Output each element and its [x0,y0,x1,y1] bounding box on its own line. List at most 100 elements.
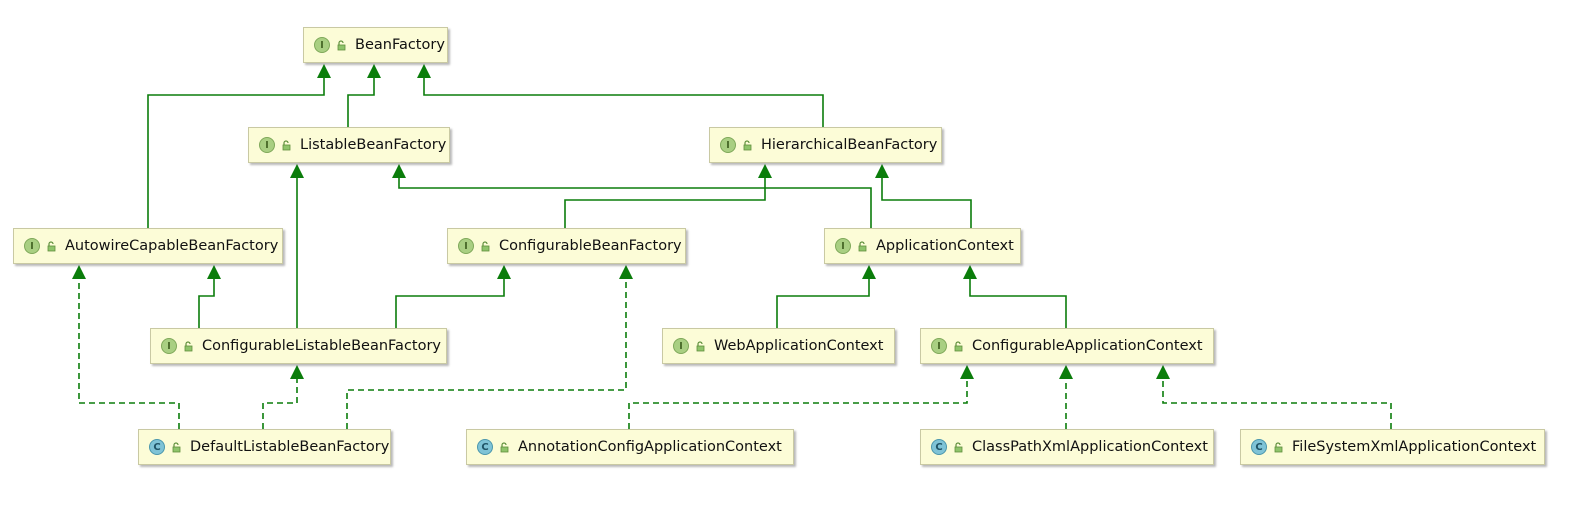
edge-arrowhead [392,164,406,178]
public-lock-icon [45,240,57,252]
node-label: AnnotationConfigApplicationContext [518,439,782,455]
node-BeanFactory[interactable]: I BeanFactory [303,27,448,63]
public-lock-icon [1272,441,1284,453]
edge-arrowhead [497,265,511,279]
class-badge-icon: C [149,439,165,455]
edge-ConfigurableListableBeanFactory-to-AutowireCapableBeanFactory [198,265,221,328]
edge-FileSystemXmlApplicationContext-to-ConfigurableApplicationContext [1156,365,1392,429]
edge-arrowhead [72,265,86,279]
edge-arrowhead [290,365,304,379]
edge-ConfigurableBeanFactory-to-HierarchicalBeanFactory [564,164,772,228]
node-ClassPathXmlApplicationContext[interactable]: C ClassPathXmlApplicationContext [920,429,1214,465]
node-AnnotationConfigApplicationContext[interactable]: C AnnotationConfigApplicationContext [466,429,794,465]
edge-ConfigurableListableBeanFactory-to-ListableBeanFactory [290,164,304,328]
edge-line [395,277,505,328]
node-ConfigurableApplicationContext[interactable]: I ConfigurableApplicationContext [920,328,1214,364]
node-label: BeanFactory [355,37,445,53]
edge-AnnotationConfigApplicationContext-to-ConfigurableApplicationContext [628,365,974,429]
node-label: ApplicationContext [876,238,1014,254]
public-lock-icon [694,340,706,352]
public-lock-icon [170,441,182,453]
node-label: AutowireCapableBeanFactory [65,238,279,254]
interface-badge-icon: I [931,338,947,354]
edge-arrowhead [1059,365,1073,379]
edge-arrowhead [317,64,331,78]
edge-line [776,277,870,328]
class-badge-icon: C [1251,439,1267,455]
edge-arrowhead [758,164,772,178]
edge-line [564,176,766,228]
edge-line [398,176,872,228]
edge-arrowhead [862,265,876,279]
edge-ClassPathXmlApplicationContext-to-ConfigurableApplicationContext [1059,365,1073,429]
edge-arrowhead [960,365,974,379]
node-label: ConfigurableListableBeanFactory [202,338,442,354]
public-lock-icon [479,240,491,252]
edge-line [198,277,215,328]
edge-DefaultListableBeanFactory-to-AutowireCapableBeanFactory [72,265,180,429]
interface-badge-icon: I [24,238,40,254]
node-FileSystemXmlApplicationContext[interactable]: C FileSystemXmlApplicationContext [1240,429,1545,465]
edge-line [423,76,824,127]
edge-DefaultListableBeanFactory-to-ConfigurableBeanFactory [346,265,633,429]
public-lock-icon [335,39,347,51]
public-lock-icon [952,441,964,453]
node-ListableBeanFactory[interactable]: I ListableBeanFactory [248,127,450,163]
edge-arrowhead [207,265,221,279]
edge-line [147,76,325,228]
interface-badge-icon: I [259,137,275,153]
node-ConfigurableListableBeanFactory[interactable]: I ConfigurableListableBeanFactory [150,328,447,364]
interface-badge-icon: I [835,238,851,254]
node-WebApplicationContext[interactable]: I WebApplicationContext [662,328,895,364]
edge-AutowireCapableBeanFactory-to-BeanFactory [147,64,331,228]
edge-ApplicationContext-to-ListableBeanFactory [392,164,872,228]
node-HierarchicalBeanFactory[interactable]: I HierarchicalBeanFactory [709,127,942,163]
edge-line [881,176,972,228]
edge-arrowhead [417,64,431,78]
interface-badge-icon: I [161,338,177,354]
edge-ListableBeanFactory-to-BeanFactory [347,64,381,127]
node-label: HierarchicalBeanFactory [761,137,938,153]
node-ApplicationContext[interactable]: I ApplicationContext [824,228,1021,264]
interface-badge-icon: I [458,238,474,254]
node-AutowireCapableBeanFactory[interactable]: I AutowireCapableBeanFactory [13,228,283,264]
node-label: ConfigurableBeanFactory [499,238,682,254]
public-lock-icon [498,441,510,453]
edge-line [346,277,627,429]
edge-line [262,377,298,429]
node-label: WebApplicationContext [714,338,884,354]
node-ConfigurableBeanFactory[interactable]: I ConfigurableBeanFactory [447,228,686,264]
edge-arrowhead [963,265,977,279]
edge-DefaultListableBeanFactory-to-ConfigurableListableBeanFactory [262,365,304,429]
edge-ConfigurableListableBeanFactory-to-ConfigurableBeanFactory [395,265,511,328]
edge-line [628,377,968,429]
edge-arrowhead [367,64,381,78]
edge-arrowhead [290,164,304,178]
edge-arrowhead [1156,365,1170,379]
node-label: ListableBeanFactory [300,137,447,153]
edge-ApplicationContext-to-HierarchicalBeanFactory [875,164,972,228]
public-lock-icon [741,139,753,151]
edge-arrowhead [619,265,633,279]
interface-badge-icon: I [673,338,689,354]
public-lock-icon [182,340,194,352]
edge-arrowhead [875,164,889,178]
node-label: ConfigurableApplicationContext [972,338,1203,354]
node-label: FileSystemXmlApplicationContext [1292,439,1537,455]
node-DefaultListableBeanFactory[interactable]: C DefaultListableBeanFactory [138,429,391,465]
edge-ConfigurableApplicationContext-to-ApplicationContext [963,265,1067,328]
interface-badge-icon: I [314,37,330,53]
public-lock-icon [280,139,292,151]
edge-line [969,277,1067,328]
node-label: ClassPathXmlApplicationContext [972,439,1208,455]
public-lock-icon [952,340,964,352]
edge-line [347,76,375,127]
interface-badge-icon: I [720,137,736,153]
edge-HierarchicalBeanFactory-to-BeanFactory [417,64,824,127]
node-label: DefaultListableBeanFactory [190,439,390,455]
class-badge-icon: C [477,439,493,455]
class-badge-icon: C [931,439,947,455]
public-lock-icon [856,240,868,252]
